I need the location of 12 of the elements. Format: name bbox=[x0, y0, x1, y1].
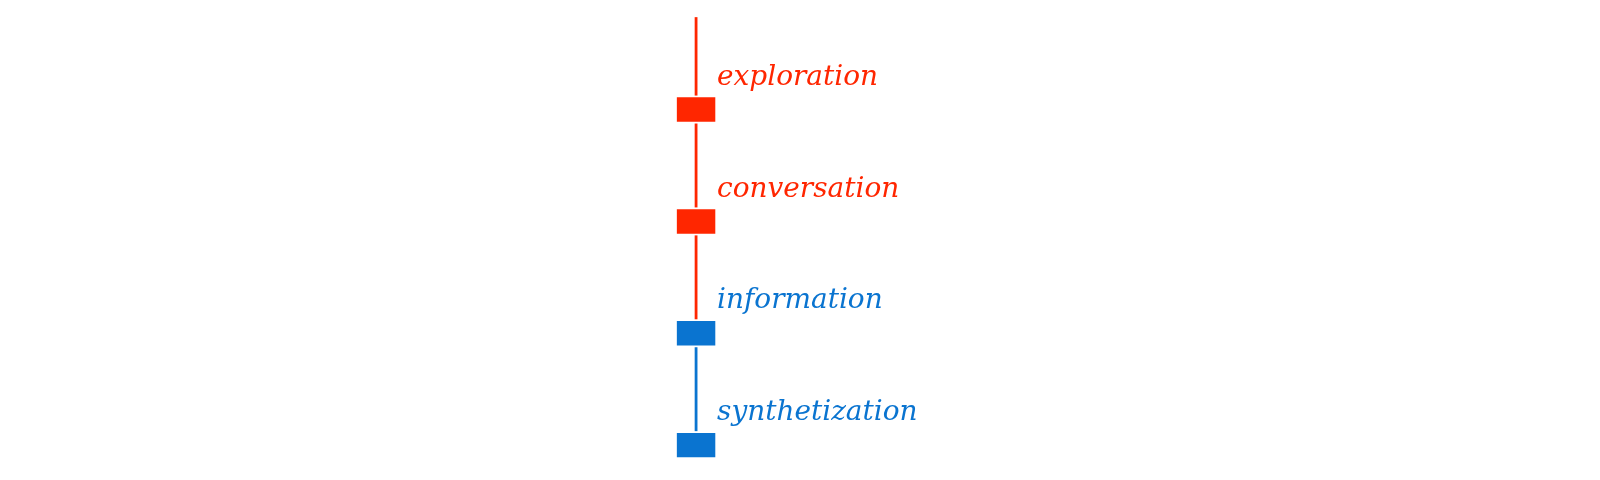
connector bbox=[694, 347, 697, 432]
node-box bbox=[676, 97, 715, 122]
connector bbox=[694, 17, 697, 96]
node-label: conversation bbox=[716, 170, 899, 204]
node-label: synthetization bbox=[716, 394, 918, 428]
node-label: exploration bbox=[716, 58, 878, 92]
connector bbox=[694, 235, 697, 320]
connector bbox=[694, 123, 697, 208]
node-label: information bbox=[716, 282, 883, 316]
node-box bbox=[676, 321, 715, 346]
node-box bbox=[676, 432, 715, 458]
node-box bbox=[676, 209, 715, 234]
